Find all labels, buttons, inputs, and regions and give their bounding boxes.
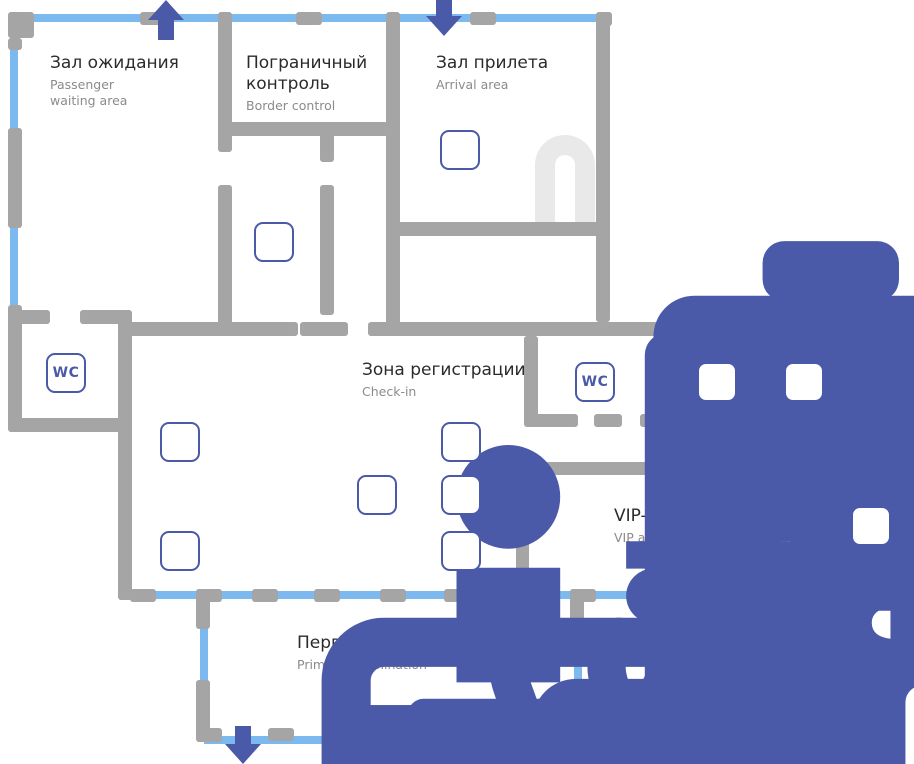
paid-taxi-icon[interactable]: $ bbox=[441, 475, 914, 764]
medical-cross-icon[interactable] bbox=[784, 362, 824, 402]
wc-icon-left[interactable]: WC bbox=[46, 353, 86, 393]
cafe-icon[interactable] bbox=[160, 531, 738, 764]
wc-label: WC bbox=[581, 374, 609, 390]
luggage-wrapping-glyph: PACK bbox=[532, 561, 914, 764]
arrow-down-entry-icon bbox=[426, 0, 462, 36]
passport-control-icon[interactable] bbox=[254, 222, 914, 764]
baby-changing-icon[interactable] bbox=[851, 506, 891, 546]
cash-register-glyph bbox=[861, 647, 914, 764]
alarm-beacon-icon[interactable] bbox=[697, 362, 914, 703]
luggage-wrapping-icon[interactable]: PACK bbox=[357, 475, 914, 764]
atm-icon[interactable] bbox=[160, 422, 892, 764]
wc-icon-right[interactable]: WC bbox=[575, 362, 615, 402]
cash-register-icon[interactable] bbox=[441, 531, 914, 764]
wc-label: WC bbox=[52, 365, 80, 381]
arrow-up-exit-icon bbox=[148, 0, 184, 40]
baggage-trolley-icon[interactable] bbox=[440, 130, 914, 757]
escalator-arch bbox=[535, 135, 595, 225]
baby-changing-glyph bbox=[853, 508, 914, 764]
arrow-down-exit-icon bbox=[225, 726, 261, 764]
information-icon[interactable] bbox=[441, 422, 914, 764]
